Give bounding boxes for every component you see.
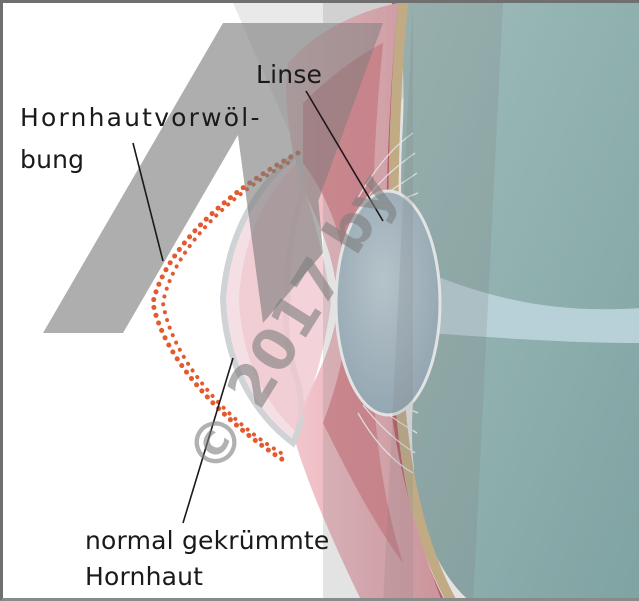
label-linse: Linse (256, 58, 322, 92)
watermark-letters (43, 3, 503, 601)
label-normal-line2: Hornhaut (85, 560, 203, 594)
label-hornhautvorwoelbung-line1: Hornhautvorwöl- (20, 101, 262, 135)
eye-illustration (3, 3, 639, 601)
pointer-normal-hornhaut (183, 358, 233, 523)
label-hornhautvorwoelbung-line2: bung (20, 143, 84, 177)
label-normal-line1: normal gekrümmte (85, 524, 329, 558)
